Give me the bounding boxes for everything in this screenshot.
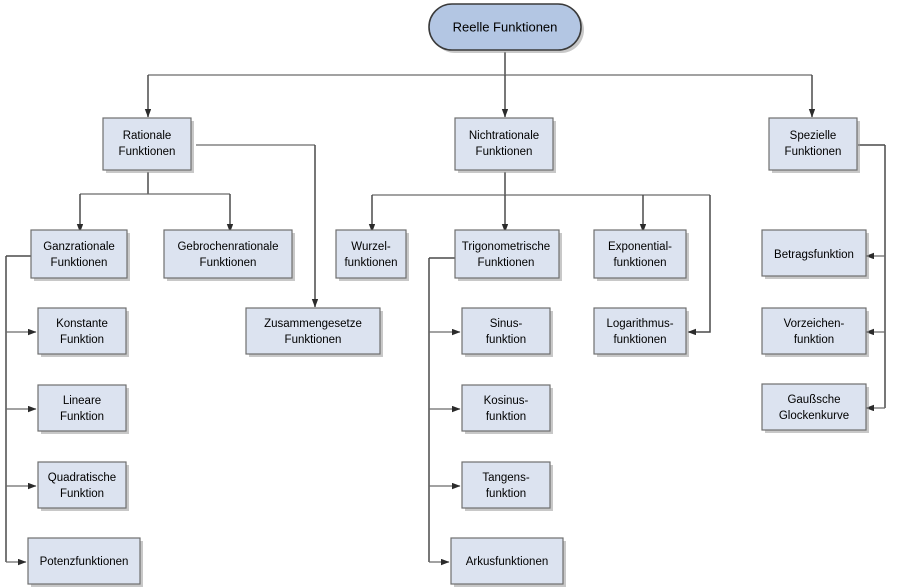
node-label-konstante-1: Konstante	[56, 318, 108, 330]
node-spezielle-funktionen[interactable]: Spezielle Funktionen	[768, 117, 860, 173]
node-gausssche-glockenkurve[interactable]: Gaußsche Glockenkurve	[761, 383, 869, 433]
node-sinusfunktion[interactable]: Sinus- funktion	[461, 307, 553, 357]
node-label-gebrochenrationale-1: Gebrochenrationale	[177, 241, 278, 253]
node-label-nichtrationale-2: Funktionen	[476, 146, 533, 158]
node-label-quadratische-1: Quadratische	[48, 472, 116, 484]
node-exponentialfunktionen[interactable]: Exponential- funktionen	[593, 229, 689, 281]
node-logarithmusfunktionen[interactable]: Logarithmus- funktionen	[593, 307, 689, 357]
node-label-arkus: Arkusfunktionen	[466, 556, 548, 568]
node-label-lineare-1: Lineare	[63, 395, 101, 407]
node-zusammengesetze-funktionen[interactable]: Zusammengesetze Funktionen	[245, 307, 383, 357]
edge-nichtrationale-logarithmus	[687, 195, 711, 336]
node-label-trigonometrische-2: Funktionen	[478, 257, 535, 269]
node-label-spezielle-1: Spezielle	[790, 130, 837, 142]
node-wurzelfunktionen[interactable]: Wurzel- funktionen	[335, 229, 409, 281]
node-vorzeichenfunktion[interactable]: Vorzeichen- funktion	[761, 307, 869, 357]
node-label-kosinus-1: Kosinus-	[484, 395, 529, 407]
node-label-vorzeichen-1: Vorzeichen-	[784, 318, 845, 330]
node-label-gebrochenrationale-2: Funktionen	[200, 257, 257, 269]
node-label-spezielle-2: Funktionen	[785, 146, 842, 158]
node-label-logarithmus-1: Logarithmus-	[606, 318, 673, 330]
node-reelle-funktionen[interactable]: Reelle Funktionen	[428, 3, 584, 53]
node-label-tangens-2: funktion	[486, 488, 526, 500]
node-label-lineare-2: Funktion	[60, 411, 104, 423]
node-label-exponential-1: Exponential-	[608, 241, 672, 253]
node-label-zusammengesetze-2: Funktionen	[285, 334, 342, 346]
node-konstante-funktion[interactable]: Konstante Funktion	[37, 307, 129, 357]
node-label-trigonometrische-1: Trigonometrische	[462, 241, 550, 253]
node-label-betrag: Betragsfunktion	[774, 249, 854, 261]
node-quadratische-funktion[interactable]: Quadratische Funktion	[37, 461, 129, 511]
node-label-exponential-2: funktionen	[613, 257, 666, 269]
node-nichtrationale-funktionen[interactable]: Nichtrationale Funktionen	[454, 117, 556, 173]
node-label-quadratische-2: Funktion	[60, 488, 104, 500]
node-kosinusfunktion[interactable]: Kosinus- funktion	[461, 384, 553, 434]
node-betragsfunktion[interactable]: Betragsfunktion	[761, 229, 869, 279]
node-label-ganzrationale-2: Funktionen	[51, 257, 108, 269]
node-label-kosinus-2: funktion	[486, 411, 526, 423]
node-tangensfunktion[interactable]: Tangens- funktion	[461, 461, 553, 511]
node-lineare-funktion[interactable]: Lineare Funktion	[37, 384, 129, 434]
connector-layer	[5, 52, 886, 566]
node-label-zusammengesetze-1: Zusammengesetze	[264, 318, 362, 330]
node-label-gauss-1: Gaußsche	[787, 394, 840, 406]
node-label-konstante-2: Funktion	[60, 334, 104, 346]
node-label-sinus-2: funktion	[486, 334, 526, 346]
node-trigonometrische-funktionen[interactable]: Trigonometrische Funktionen	[454, 229, 562, 281]
node-label-rationale-1: Rationale	[123, 130, 172, 142]
node-rationale-funktionen[interactable]: Rationale Funktionen	[102, 117, 194, 173]
node-gebrochenrationale-funktionen[interactable]: Gebrochenrationale Funktionen	[163, 229, 295, 281]
node-label-wurzel-1: Wurzel-	[351, 241, 391, 253]
node-label-ganzrationale-1: Ganzrationale	[43, 241, 115, 253]
node-label-root: Reelle Funktionen	[453, 19, 558, 34]
node-label-vorzeichen-2: funktion	[794, 334, 834, 346]
node-label-potenz: Potenzfunktionen	[40, 556, 129, 568]
node-arkusfunktionen[interactable]: Arkusfunktionen	[450, 537, 566, 587]
node-label-logarithmus-2: funktionen	[613, 334, 666, 346]
node-potenzfunktionen[interactable]: Potenzfunktionen	[27, 537, 143, 587]
node-label-nichtrationale-1: Nichtrationale	[469, 130, 539, 142]
node-label-sinus-1: Sinus-	[490, 318, 523, 330]
node-label-wurzel-2: funktionen	[344, 257, 397, 269]
node-label-tangens-1: Tangens-	[482, 472, 529, 484]
node-label-rationale-2: Funktionen	[119, 146, 176, 158]
node-ganzrationale-funktionen[interactable]: Ganzrationale Funktionen	[30, 229, 130, 281]
node-label-gauss-2: Glockenkurve	[779, 410, 849, 422]
